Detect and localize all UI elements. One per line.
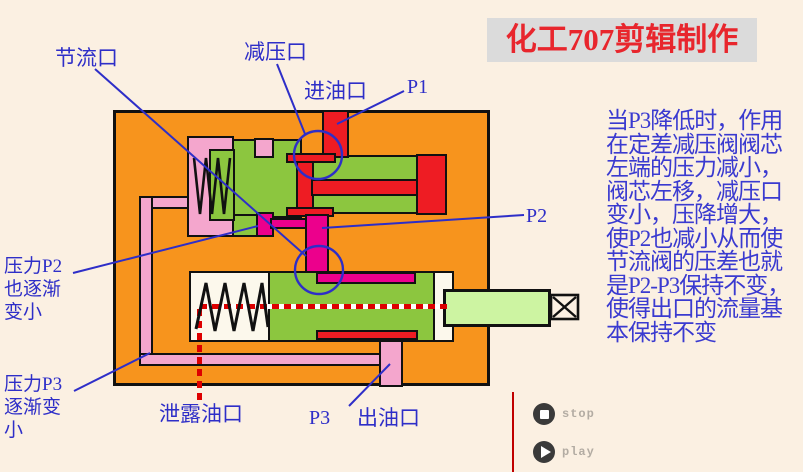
play-button-label[interactable]: play: [562, 445, 595, 459]
pilot-channel-left: [139, 196, 153, 366]
watermark-title: 化工707剪辑制作: [487, 18, 757, 62]
outlet-port-label: 出油口: [357, 406, 420, 430]
explanation-text: 当P3降低时，作用 在定差减压阀阀芯 左端的压力减小， 阀芯左移，减压口 变小，…: [606, 108, 790, 345]
controls-separator-line: [512, 392, 514, 472]
leak-flow-line-horizontal: [200, 304, 447, 309]
pressure-p2-note: 压力P2 也逐渐 变小: [4, 256, 63, 323]
inlet-port-label: 进油口: [304, 79, 367, 103]
play-button[interactable]: play: [533, 441, 595, 463]
play-icon[interactable]: [533, 441, 555, 463]
reducing-spool-right-land: [416, 154, 447, 215]
p2-vertical-channel: [305, 214, 329, 276]
leak-flow-line-vertical: [197, 309, 202, 403]
p1-label: P1: [407, 76, 429, 98]
reducing-valve-spool-head: [209, 149, 235, 221]
reducing-spool-piston-rod: [311, 179, 419, 196]
inlet-oil-duct: [322, 110, 349, 158]
p2-label: P2: [526, 205, 548, 227]
reducing-valve-body-lower-strip: [232, 214, 259, 237]
reducing-valve-top-port: [254, 138, 274, 158]
pressure-p3-note: 压力P3 逐渐变 小: [4, 374, 63, 441]
stop-icon[interactable]: [533, 403, 555, 425]
reducing-port-label: 减压口: [244, 40, 307, 64]
rod-end-symbol-diagonal: [552, 296, 577, 318]
stop-button-label[interactable]: stop: [562, 407, 595, 421]
p3-label: P3: [309, 407, 331, 429]
rod-end-symbol-diagonal: [552, 296, 577, 318]
throttle-spool-bottom-bar: [316, 330, 418, 340]
throttle-port-label: 节流口: [55, 46, 118, 70]
pilot-channel-bottom: [139, 353, 383, 366]
adjustment-rod: [443, 289, 551, 327]
rod-end-symbol: [549, 293, 580, 321]
throttle-groove: [316, 272, 416, 284]
leak-port-label: 泄露油口: [159, 402, 243, 426]
stop-button[interactable]: stop: [533, 403, 595, 425]
p2-connecting-port: [270, 218, 308, 229]
outlet-channel: [379, 340, 403, 387]
